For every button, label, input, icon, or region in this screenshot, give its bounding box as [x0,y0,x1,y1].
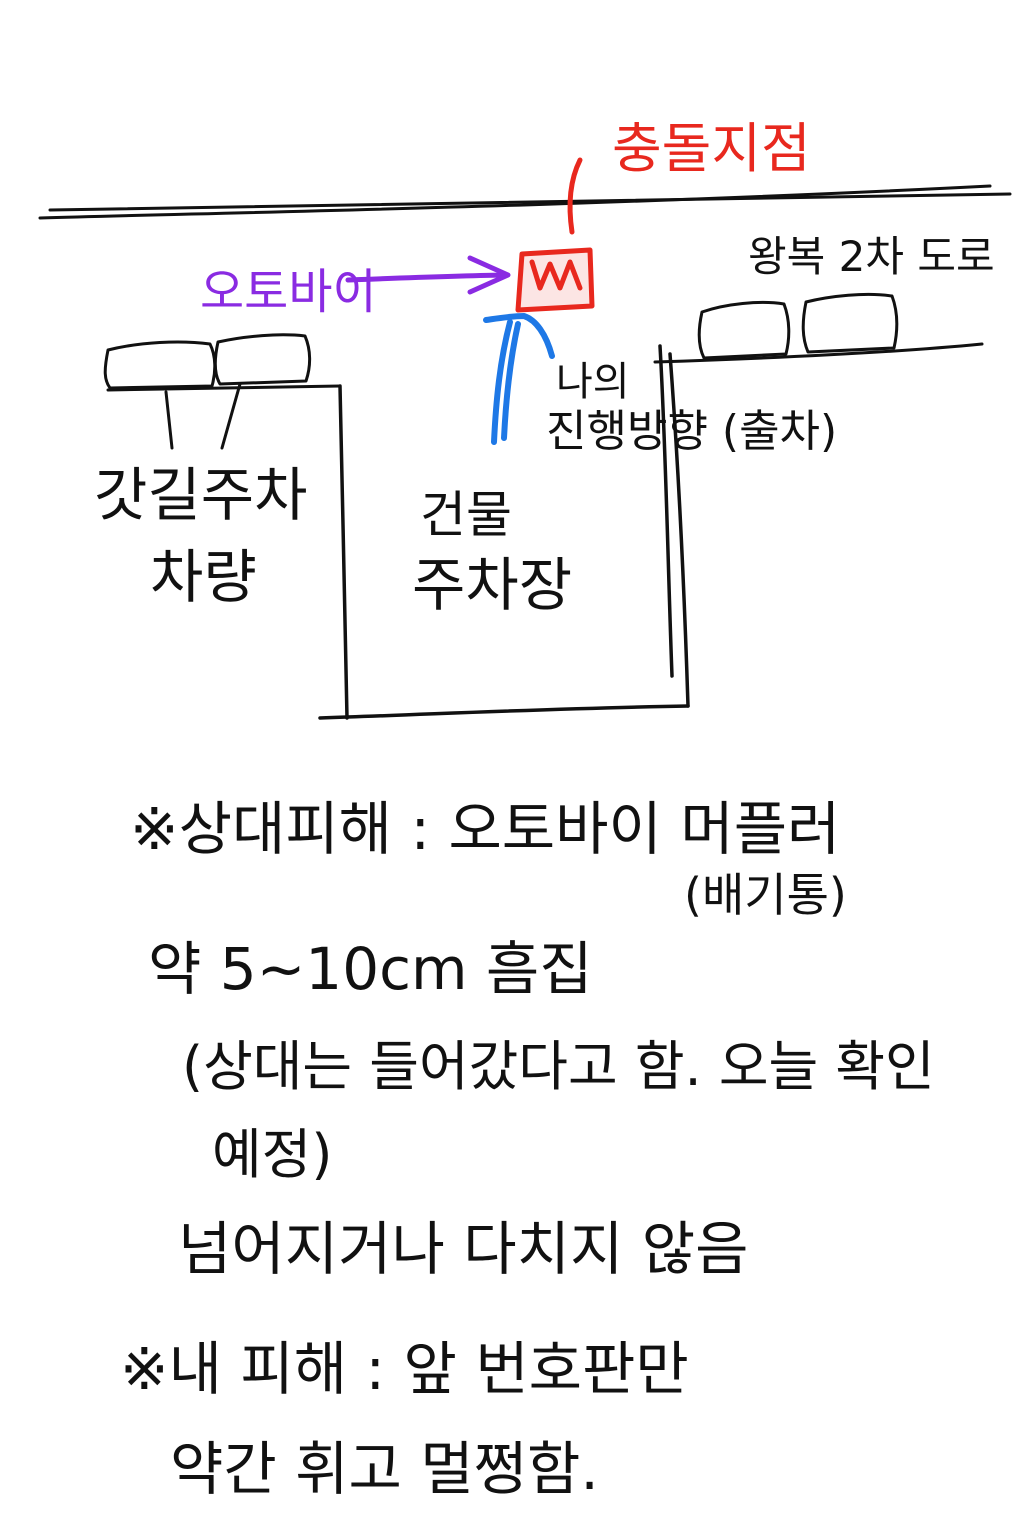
note-no-injury: 넘어지거나 다치지 않음 [178,1215,749,1283]
note-other-damage: ※상대피해 : 오토바이 머플러 [130,795,841,863]
parked-car-icon [801,292,899,354]
left-curb-line [106,384,342,392]
parked-car-pointer [164,382,242,450]
note-scratch: 약 5~10cm 흠집 [148,935,593,1003]
note-claim: (상대는 들어갔다고 함. 오늘 확인 [182,1035,935,1098]
motorcycle-label: 오토바이 [200,264,377,320]
right-curb-line [653,342,984,364]
roadside-parked-label-line2: 차량 [150,543,257,611]
collision-point-label: 충돌지점 [612,117,811,180]
parked-car-icon [697,300,791,360]
note-my-damage: ※내 피해 : 앞 번호판만 [120,1335,689,1403]
collision-point-box-icon [515,157,595,313]
building-parking-outline [318,344,690,720]
my-direction-label-line2: 진행방향 (출차) [546,406,838,457]
arrow-right-icon [345,255,511,295]
road-edge [38,184,1012,220]
parked-car-icon [213,333,312,386]
note-other-damage-sub: (배기통) [684,868,847,922]
note-my-damage-cont: 약간 휘고 멀쩡함. [170,1435,599,1503]
arrow-up-icon [483,313,555,445]
building-parking-label-line1: 건물 [420,486,512,544]
building-parking-label-line2: 주차장 [412,551,573,619]
note-claim-cont: 예정) [212,1123,333,1186]
parked-car-icon [103,340,217,390]
road-label: 왕복 2차 도로 [748,232,995,281]
my-direction-label-line1: 나의 [556,359,630,405]
roadside-parked-label-line1: 갓길주차 [94,461,308,529]
